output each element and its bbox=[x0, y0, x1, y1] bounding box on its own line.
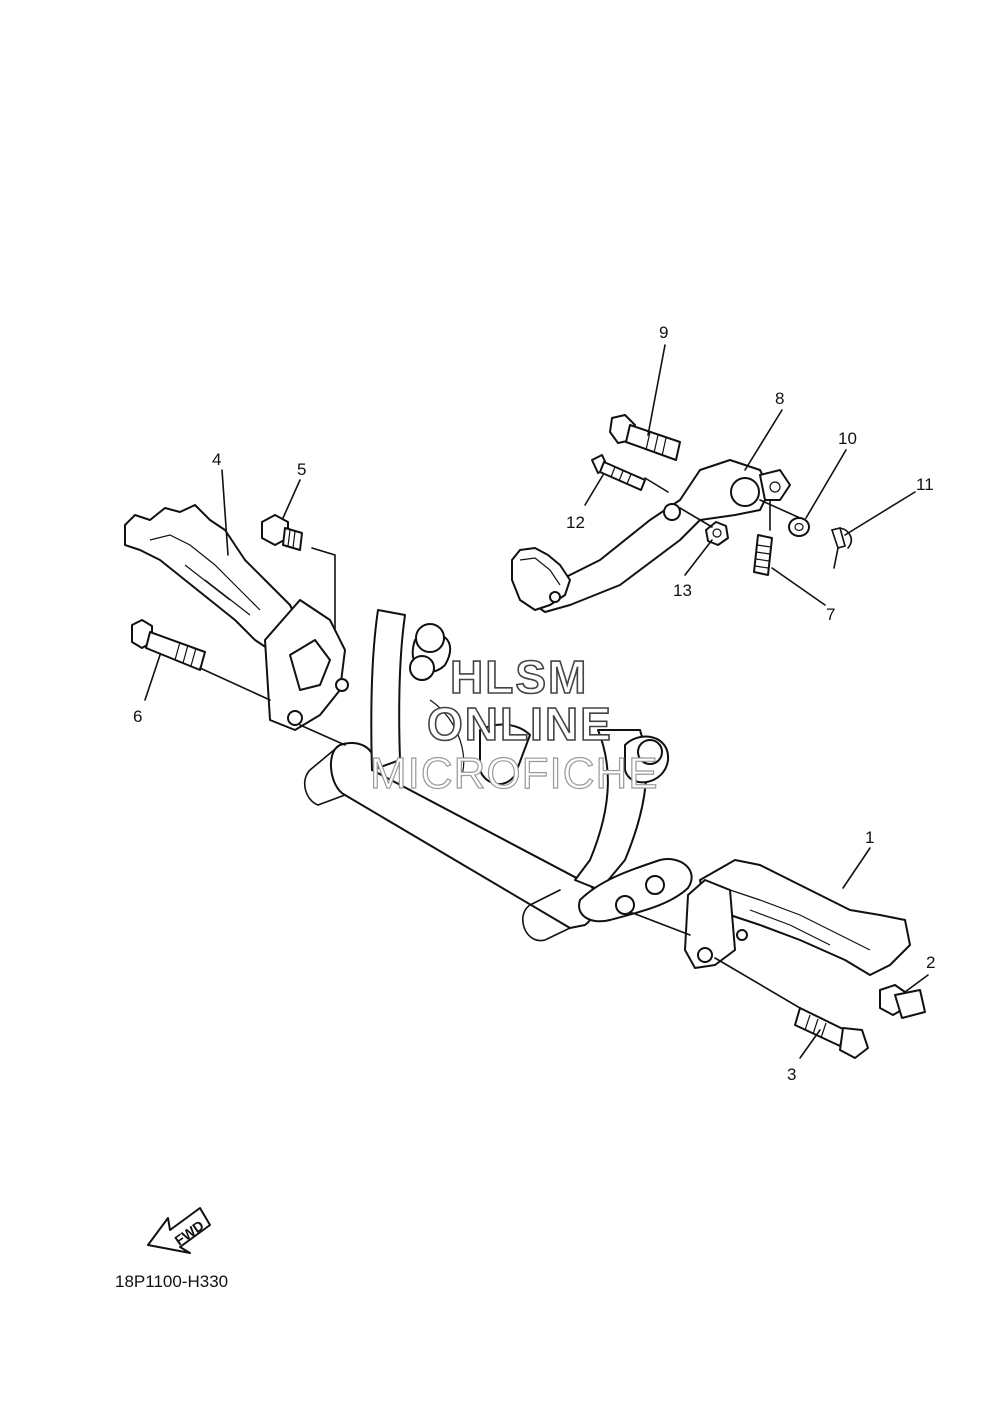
diagram-code: 18P1100-H330 bbox=[115, 1272, 228, 1291]
watermark-line-2: ONLINE bbox=[427, 698, 613, 750]
callout-13: 13 bbox=[673, 581, 692, 600]
bolt-3 bbox=[794, 1007, 869, 1059]
brake-pedal bbox=[511, 459, 791, 613]
spring-7 bbox=[753, 534, 773, 576]
adjust-bolt-12 bbox=[591, 454, 646, 491]
leader-lines bbox=[144, 344, 929, 1059]
bolt-2 bbox=[879, 984, 926, 1019]
callout-1: 1 bbox=[865, 828, 874, 847]
callout-10: 10 bbox=[838, 429, 857, 448]
bolt-6 bbox=[131, 619, 206, 671]
frame-section bbox=[303, 609, 693, 942]
callout-7: 7 bbox=[826, 605, 835, 624]
bolt-5 bbox=[261, 514, 303, 551]
assembly-lines bbox=[199, 477, 801, 1009]
callout-9: 9 bbox=[659, 323, 668, 342]
callout-3: 3 bbox=[787, 1065, 796, 1084]
callout-6: 6 bbox=[133, 707, 142, 726]
right-footrest bbox=[684, 859, 911, 976]
callout-labels: 1 2 3 4 5 6 7 8 9 10 11 12 13 bbox=[133, 323, 935, 1084]
fwd-arrow: FWD bbox=[147, 1207, 211, 1254]
callout-5: 5 bbox=[297, 460, 306, 479]
callout-2: 2 bbox=[926, 953, 935, 972]
callout-4: 4 bbox=[212, 450, 221, 469]
left-footrest bbox=[124, 504, 349, 731]
pivot-bolt-9 bbox=[609, 414, 681, 461]
callout-12: 12 bbox=[566, 513, 585, 532]
nut-13 bbox=[705, 521, 729, 546]
cotter-pin-11 bbox=[830, 527, 852, 569]
watermark: HLSM ONLINE MICROFICHE bbox=[369, 650, 659, 798]
watermark-line-3: MICROFICHE bbox=[370, 749, 659, 798]
callout-11: 11 bbox=[916, 475, 934, 494]
washer-10 bbox=[788, 517, 810, 537]
callout-8: 8 bbox=[775, 389, 784, 408]
watermark-line-1: HLSM bbox=[450, 651, 588, 703]
